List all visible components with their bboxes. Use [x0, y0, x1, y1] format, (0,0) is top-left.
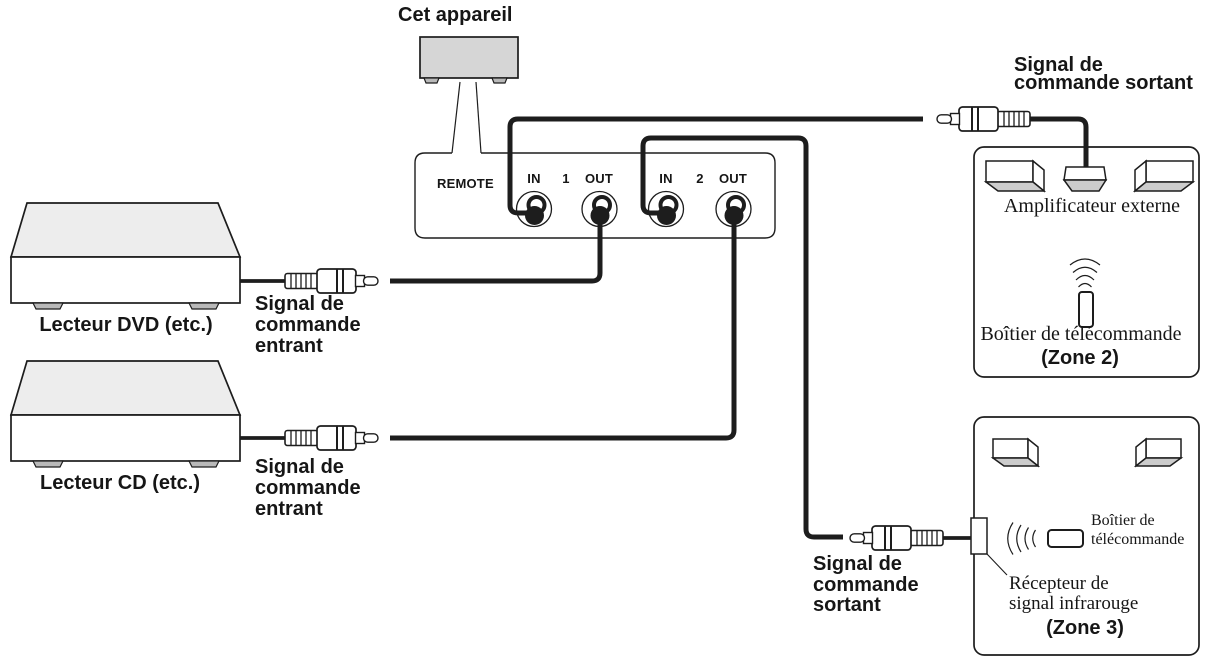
- zone2-label: (Zone 2): [1041, 347, 1119, 369]
- callout-line-left: [451, 81, 461, 154]
- ir-receiver-line2: signal infrarouge: [1009, 593, 1139, 614]
- callout-line-right: [475, 81, 482, 154]
- incoming-cd-line1: Signal de: [255, 456, 344, 478]
- ir-receiver-line1: Récepteur de: [1009, 573, 1109, 594]
- dvd-player-icon: [9, 202, 242, 310]
- ir-receiver-label: Récepteur de signal infrarouge: [1009, 574, 1138, 614]
- outgoing-bottom-line2: commande: [813, 573, 919, 596]
- zone2-remote-control-icon: [1078, 291, 1094, 328]
- zone3-remote-label: Boîtier de télécommande: [1091, 511, 1184, 549]
- av-receiver-icon: [419, 36, 519, 84]
- incoming-signal-cd-label: Signal de commande entrant: [255, 457, 361, 520]
- rca-plug-cd-icon: [284, 425, 379, 451]
- zone3-remote-line1: Boîtier de: [1091, 512, 1155, 529]
- external-amplifier-label: Amplificateur externe: [1003, 195, 1181, 217]
- incoming-cd-line2: commande: [255, 477, 361, 499]
- incoming-signal-dvd-label: Signal de commande entrant: [255, 294, 361, 357]
- jack-group2-label: 2: [696, 171, 704, 186]
- cables: [240, 116, 1089, 540]
- cd-player-label: Lecteur CD (etc.): [39, 472, 201, 494]
- dvd-player-label: Lecteur DVD (etc.): [39, 314, 213, 336]
- outgoing-signal-bottom-label: Signal de commande sortant: [813, 554, 919, 616]
- cable-in2-to-zone3: [640, 135, 843, 540]
- external-amplifier-icon: [1062, 166, 1108, 192]
- zone3-left-speaker-icon: [992, 438, 1039, 467]
- jack-in1-label: IN: [527, 171, 541, 186]
- outgoing-bottom-line3: sortant: [813, 594, 881, 616]
- cd-player-icon: [9, 360, 242, 468]
- rca-plug-zone3-icon: [849, 525, 944, 551]
- jack-out1-label: OUT: [584, 171, 614, 186]
- cable-plug-to-amplifier: [1030, 116, 1089, 168]
- cable-out2-to-cd: [390, 216, 737, 441]
- incoming-dvd-line2: commande: [255, 314, 361, 336]
- jack-labels-row: IN 1 OUT IN 2 OUT: [0, 172, 1209, 188]
- rca-plug-dvd-icon: [284, 268, 379, 294]
- unit-label: Cet appareil: [398, 4, 513, 26]
- ir-receiver-pointer-line: [986, 553, 1008, 576]
- outgoing-top-line1: Signal de: [1014, 54, 1103, 76]
- cable-in1-to-zone2: [507, 116, 923, 216]
- incoming-dvd-line3: entrant: [255, 335, 323, 357]
- outgoing-top-line2: commande sortant: [1014, 72, 1193, 94]
- zone3-right-speaker-icon: [1135, 438, 1182, 467]
- zone3-remote-waves-icon: [1007, 522, 1037, 555]
- incoming-cd-line3: entrant: [255, 498, 323, 520]
- remote-panel-title: REMOTE: [437, 176, 494, 191]
- jack-out2-label: OUT: [718, 171, 748, 186]
- jack-group1-label: 1: [562, 171, 570, 186]
- outgoing-signal-top-label: Signal de commande sortant: [1014, 54, 1193, 94]
- zone3-remote-control-icon: [1047, 529, 1084, 548]
- rca-plug-zone2-icon: [936, 106, 1031, 132]
- zone3-remote-line2: télécommande: [1091, 531, 1185, 548]
- ir-receiver-icon: [970, 517, 988, 555]
- zone2-remote-label: Boîtier de télécommande: [980, 323, 1182, 345]
- cable-out1-to-dvd: [390, 216, 603, 284]
- zone3-label: (Zone 3): [1046, 617, 1124, 639]
- zone2-remote-waves-icon: [1069, 258, 1101, 288]
- jack-in2-label: IN: [659, 171, 673, 186]
- incoming-dvd-line1: Signal de: [255, 293, 344, 315]
- outgoing-bottom-line1: Signal de: [813, 553, 902, 575]
